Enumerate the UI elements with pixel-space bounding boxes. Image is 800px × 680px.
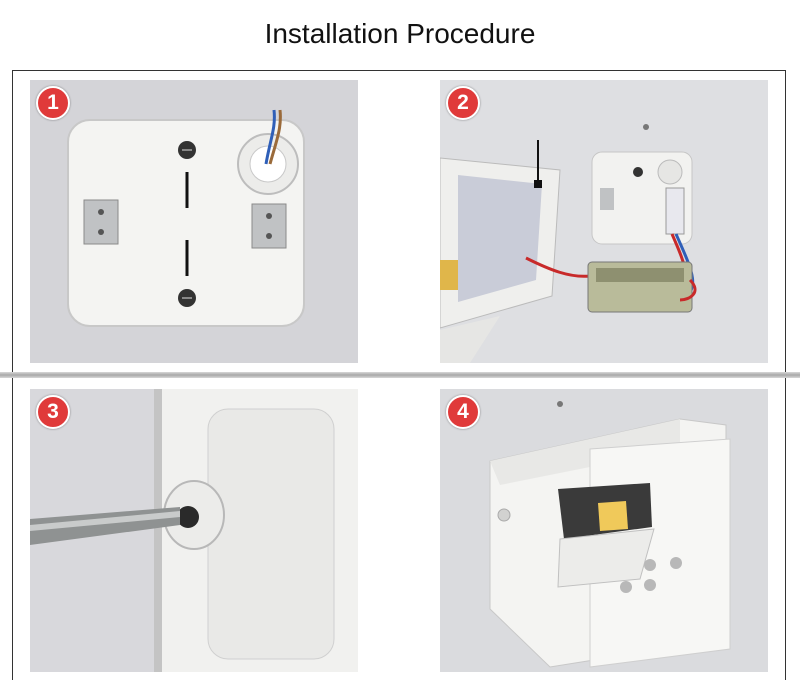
step-3-photo: 3 <box>30 389 358 672</box>
row-divider <box>0 372 800 378</box>
step-badge: 4 <box>446 395 480 429</box>
step-4-photo: 4 <box>440 389 768 672</box>
installed-fixture-illustration <box>440 389 768 672</box>
step-2-photo: 2 <box>440 80 768 363</box>
wiring-illustration <box>440 80 768 363</box>
step-1-photo: 1 <box>30 80 358 363</box>
mounting-plate-illustration <box>30 80 358 363</box>
step-badge: 2 <box>446 86 480 120</box>
step-badge: 3 <box>36 395 70 429</box>
page-title: Installation Procedure <box>264 18 536 49</box>
step-badge: 1 <box>36 86 70 120</box>
screwdriver-illustration <box>30 389 358 672</box>
